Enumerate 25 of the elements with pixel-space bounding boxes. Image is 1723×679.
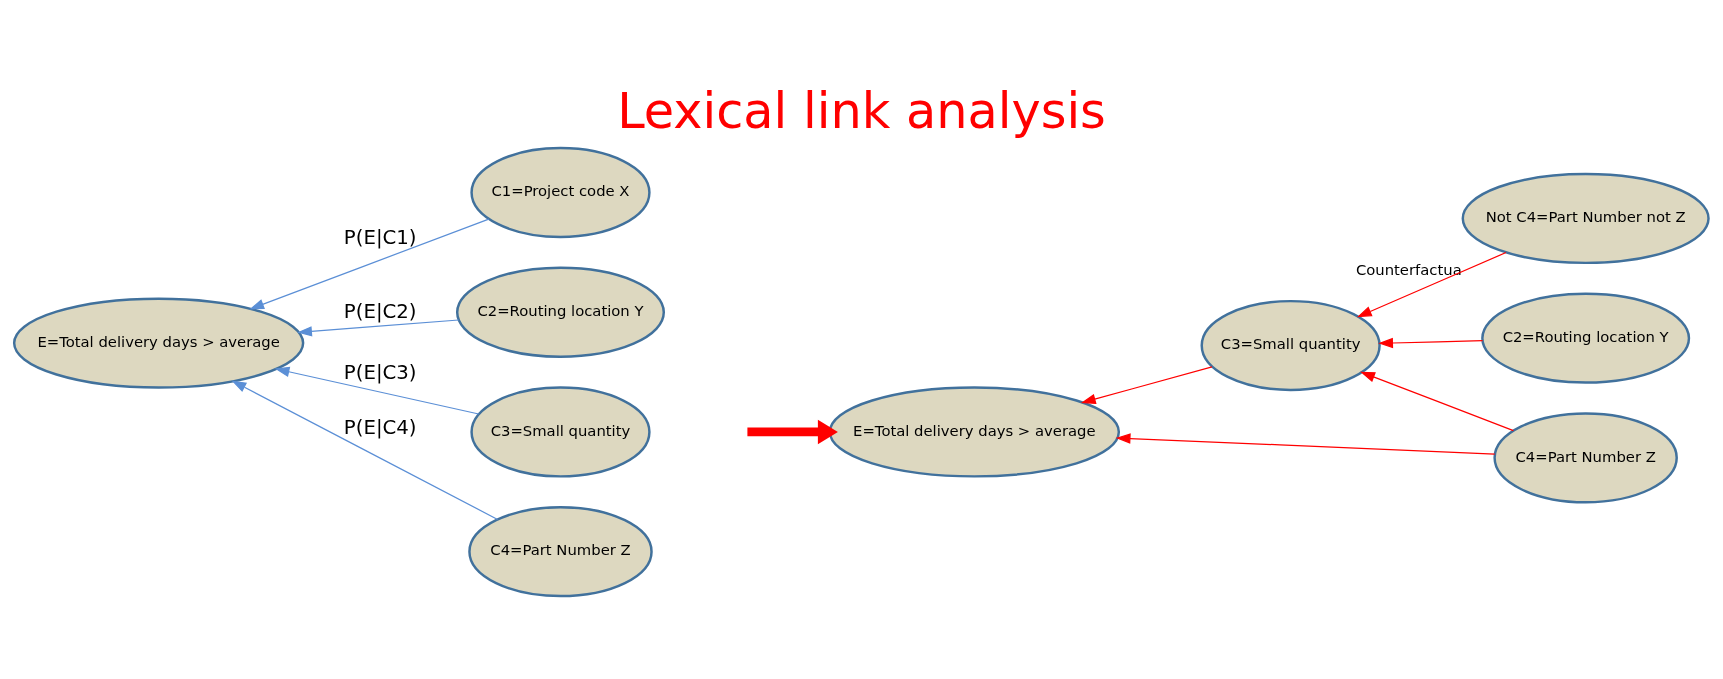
- edge-label: P(E|C2): [343, 299, 417, 323]
- node-ellipse: C3=Small quantity: [1200, 299, 1381, 391]
- arrow: [1115, 432, 1496, 455]
- edge-label: P(E|C4): [343, 415, 417, 439]
- edge-label: P(E|C3): [343, 360, 417, 384]
- edge-label: P(E|C1): [343, 225, 417, 249]
- arrow: [1080, 365, 1213, 404]
- node-label: Counterfactua: [1355, 260, 1462, 278]
- diagram-title: Lexical link analysis: [617, 81, 1106, 140]
- node-ellipse: Not C4=Part Number not Z: [1461, 172, 1710, 264]
- arrow: [249, 218, 490, 309]
- node-ellipse: C1=Project code X: [470, 146, 651, 238]
- arrow: [297, 318, 460, 336]
- arrow: [1378, 337, 1484, 348]
- node-ellipse: C2=Routing location Y: [1481, 292, 1691, 384]
- node-ellipse: C2=Routing location Y: [455, 266, 665, 358]
- arrow: [274, 366, 480, 415]
- arrow: [231, 379, 499, 520]
- arrow: [747, 419, 838, 444]
- node-ellipse: C3=Small quantity: [470, 385, 651, 478]
- arrow: [1356, 251, 1507, 317]
- node-ellipse: E=Total delivery days > average: [828, 385, 1121, 478]
- node-ellipse: C4=Part Number Z: [468, 505, 653, 597]
- node-ellipse: C4=Part Number Z: [1493, 411, 1678, 503]
- arrow: [1360, 371, 1514, 431]
